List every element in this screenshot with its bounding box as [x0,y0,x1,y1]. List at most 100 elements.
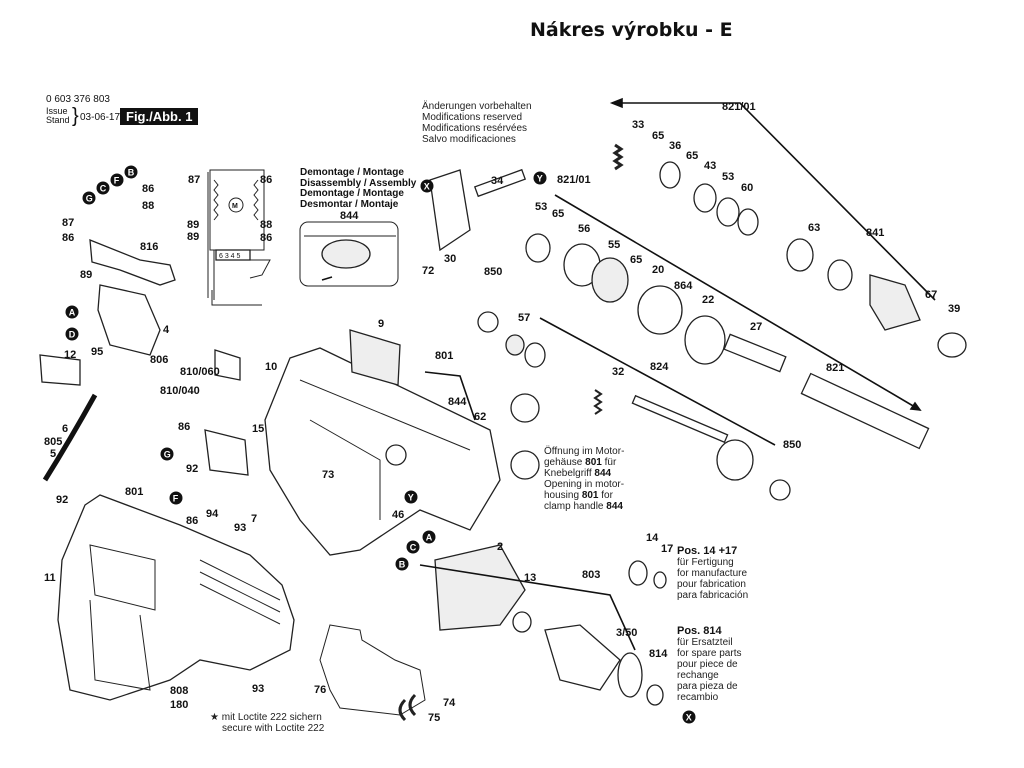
part-label-821: 821 [826,362,844,374]
svg-text:C: C [100,183,107,193]
opening-note-line: Opening in motor- [544,479,625,490]
note-line: recambio [677,692,719,703]
svg-text:F: F [173,493,179,503]
loctite-line: secure with Loctite 222 [222,723,325,734]
housing-ribs [299,379,471,520]
brace-symbol: } [72,105,79,127]
note-line: for spare parts [677,648,742,659]
motor-symbol [228,197,244,213]
part-label-88: 88 [260,219,272,231]
part-label-75: 75 [428,712,440,724]
switch-816 [89,239,176,286]
part-label-13: 13 [524,572,536,584]
part-label-180: 180 [170,699,188,711]
part-label-821-01: 821/01 [557,174,591,186]
motor-housing-801 [264,329,540,556]
part-label-92: 92 [56,494,68,506]
part-label-22: 22 [702,294,714,306]
opening-note: Öffnung im Motor- gehäuse 801 für Knebel… [544,446,624,512]
opening-note-line: housing 801 for [544,490,624,501]
part-label-67: 67 [925,289,937,301]
part-label-43: 43 [704,160,716,172]
assembly-line: Demontage / Montage [300,188,404,199]
cap-39 [937,332,967,358]
part-label-53: 53 [722,171,734,183]
washer-36 [659,161,681,189]
washer-43 [693,183,717,213]
part-label-30: 30 [444,253,456,265]
seal-parts [319,624,426,722]
part-label-46: 46 [392,509,404,521]
note-line: para fabricación [677,590,749,601]
opening-note-line: clamp handle 844 [544,501,624,512]
plate-9 [349,329,401,386]
marker-c: C [96,181,110,195]
part-label-850: 850 [783,439,801,451]
svg-text:Y: Y [537,173,543,183]
part-label-86: 86 [260,232,272,244]
bearing-13 [512,611,532,633]
arrow-icon [321,276,333,281]
issue-label: Issue [46,106,68,116]
note-line: für Fertigung [677,557,734,568]
pos-814-note: Pos. 814 für Ersatzteil for spare parts … [677,626,742,704]
part-label-821-01: 821/01 [722,101,756,113]
spring-32 [593,389,603,415]
modifications-notice: Änderungen vorbehalten Modifications res… [422,101,532,145]
part-label-33: 33 [632,119,644,131]
svg-text:C: C [410,542,417,552]
text: clamp handle [544,501,604,512]
issue-date: 03-06-17 [80,112,121,123]
figure-badge: Fig./Abb. 1 [120,108,199,125]
part-labels: 8786868881689495806126805587898986888681… [44,101,960,724]
part-label-20: 20 [652,264,664,276]
pin-34 [473,168,527,198]
svg-text:X: X [424,181,430,191]
inset-frame [299,221,399,287]
leader-lines [419,97,936,651]
motor-assembly [434,544,667,706]
svg-text:D: D [69,329,76,339]
svg-text:A: A [426,532,433,542]
marker-b: B [395,557,409,571]
bearing-850b [769,479,791,501]
switch-leads [211,290,262,306]
part-label-86: 86 [178,421,190,433]
cable-805 [42,393,98,482]
gear-train [429,168,930,501]
part-label-93: 93 [252,683,264,695]
bracket-801 [424,371,476,421]
part-label-7: 7 [251,513,257,525]
part-label-55: 55 [608,239,620,251]
part-label-5: 5 [50,448,56,460]
bracket-821-01-top [612,102,936,301]
fan-3-50 [617,652,643,698]
part-label-89: 89 [80,269,92,281]
part-label-87: 87 [62,217,74,229]
part-label-65: 65 [552,208,564,220]
marker-g: G [160,447,174,461]
part-label-92: 92 [186,463,198,475]
star-icon: ★ [210,712,219,723]
part-label-60: 60 [741,182,753,194]
bracket-803 [419,564,636,651]
part-label-36: 36 [669,140,681,152]
part-ref: 801 [585,457,602,468]
part-label-63: 63 [808,222,820,234]
part-label-801: 801 [125,486,143,498]
wiring-leads [207,172,271,300]
housing-801-left [57,494,295,701]
pos-14-17-heading: Pos. 14 +17 [677,545,738,557]
assembly-line: Disassembly / Assembly [300,177,417,189]
part-label-86: 86 [186,515,198,527]
assembly-instructions: Demontage / Montage Disassembly / Assemb… [300,167,417,222]
arrow-left-icon [609,97,623,109]
part-label-810-060: 810/060 [180,366,220,378]
handle-grip [89,599,151,691]
part-label-62: 62 [474,411,486,423]
part-label-805: 805 [44,436,62,448]
loctite-note: ★ mit Loctite 222 sichern secure with Lo… [210,712,324,734]
part-label-844: 844 [448,396,467,408]
marker-x: X [420,179,434,193]
marker-x: X [682,710,696,724]
